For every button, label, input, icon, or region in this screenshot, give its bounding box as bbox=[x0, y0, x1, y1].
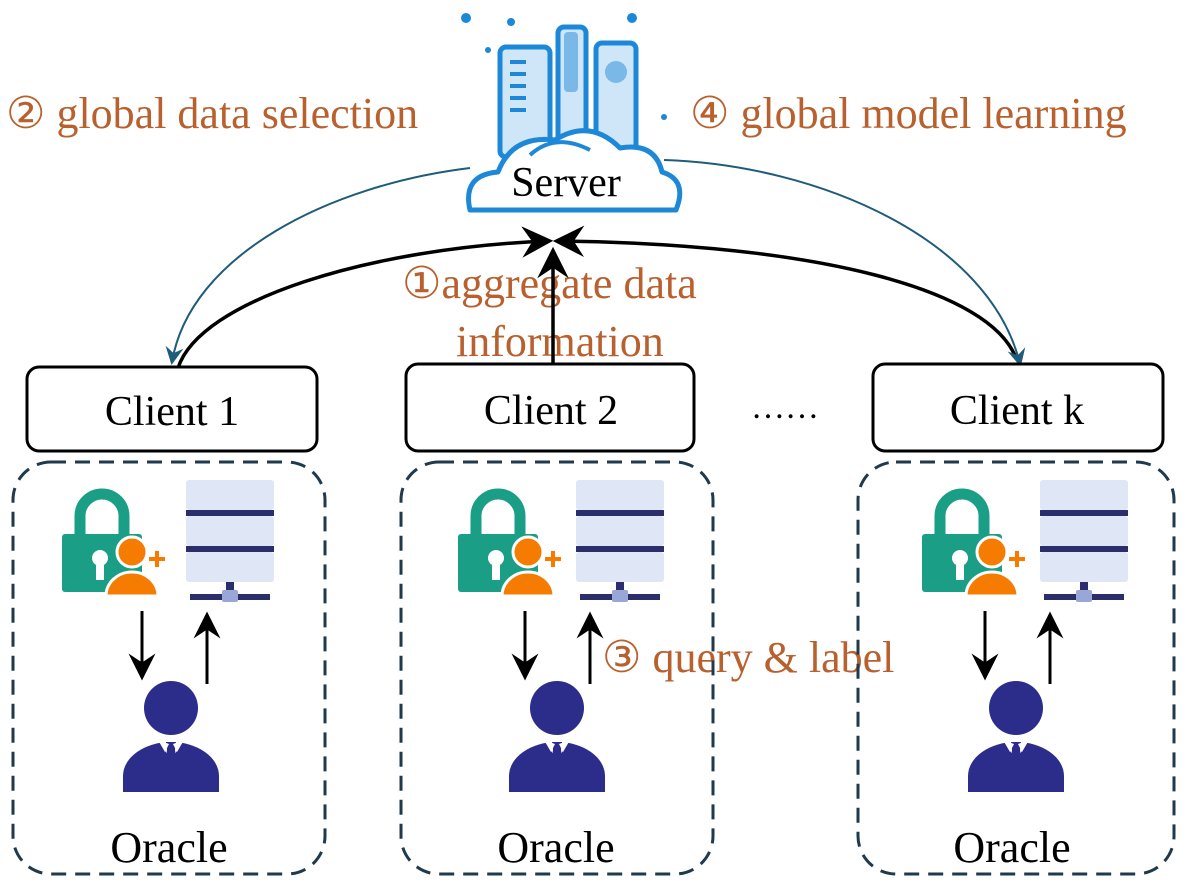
client-1: Client 1 bbox=[25, 365, 319, 453]
oracle-person-icon bbox=[509, 681, 605, 792]
database-server-icon bbox=[576, 480, 664, 602]
client-k-label: Client k bbox=[950, 388, 1084, 434]
client-2: Client 2 bbox=[404, 362, 696, 453]
oracle-label: Oracle bbox=[953, 823, 1070, 872]
aggregate-arrow-clientk bbox=[552, 225, 1018, 359]
step-2-label: ② global data selection bbox=[6, 89, 418, 138]
client-k-region bbox=[856, 460, 1176, 876]
client-1-label: Client 1 bbox=[105, 389, 239, 435]
oracle-label: Oracle bbox=[497, 823, 614, 872]
step-1-label-line1: ①aggregate data bbox=[402, 259, 697, 308]
lock-user-icon bbox=[458, 494, 561, 596]
step-1-label-line2: information bbox=[456, 317, 664, 366]
oracle-label: Oracle bbox=[110, 823, 227, 872]
database-server-icon bbox=[186, 480, 274, 602]
learning-arrow-to-clientk bbox=[663, 159, 1026, 367]
database-server-icon bbox=[1040, 480, 1128, 602]
selection-arrow-to-client1 bbox=[165, 167, 471, 365]
aggregate-arrow-client1 bbox=[176, 226, 554, 369]
lock-user-icon bbox=[922, 494, 1025, 596]
client-1-region bbox=[11, 460, 327, 876]
step-3-label: ③ query & label bbox=[602, 633, 894, 682]
step-4-label: ④ global model learning bbox=[690, 89, 1127, 138]
server-label: Server bbox=[511, 160, 621, 206]
oracle-person-icon bbox=[123, 681, 219, 792]
client-2-box bbox=[404, 362, 696, 453]
client-1-box bbox=[25, 365, 319, 453]
lock-user-icon bbox=[62, 494, 165, 596]
client-k-box bbox=[871, 362, 1165, 453]
ellipsis: …… bbox=[751, 389, 819, 426]
server-cloud-icon bbox=[461, 13, 683, 213]
client-2-region bbox=[399, 460, 715, 876]
oracle-person-icon bbox=[968, 681, 1064, 792]
client-k: Client k bbox=[871, 362, 1165, 453]
client-2-label: Client 2 bbox=[484, 388, 618, 434]
